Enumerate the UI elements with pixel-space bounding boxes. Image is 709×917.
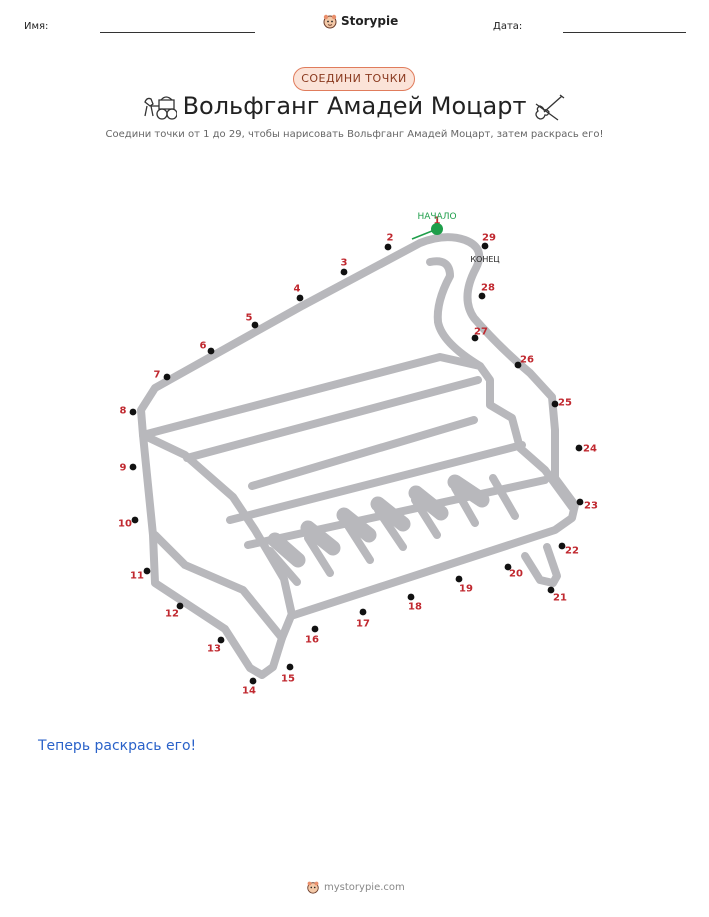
- dot-number-15: 15: [281, 674, 295, 685]
- dot-number-2: 2: [387, 233, 394, 244]
- dot-21: [547, 586, 555, 594]
- dot-7: [163, 373, 171, 381]
- instructions: Соедини точки от 1 до 29, чтобы нарисова…: [105, 129, 604, 140]
- end-label: КОНЕЦ: [470, 255, 499, 264]
- storypie-mascot-icon: [323, 14, 337, 29]
- dot-12: [176, 602, 184, 610]
- dot-number-19: 19: [459, 584, 473, 595]
- dot-number-21: 21: [553, 593, 567, 604]
- dot-number-4: 4: [294, 284, 301, 295]
- dot-number-8: 8: [120, 406, 127, 417]
- dot-19: [455, 575, 463, 583]
- dot-10: [131, 516, 139, 524]
- dot-number-17: 17: [356, 619, 370, 630]
- dot-8: [129, 408, 137, 416]
- storypie-mascot-icon: [307, 881, 319, 894]
- dot-number-13: 13: [207, 644, 221, 655]
- storypie-logo: Storypie: [322, 13, 398, 29]
- dot-6: [207, 347, 215, 355]
- start-label: НАЧАЛО: [417, 212, 456, 222]
- name-label: Имя:: [24, 21, 49, 32]
- dot-28: [478, 292, 486, 300]
- piano-black-keys: [267, 474, 490, 568]
- dot-20: [504, 563, 512, 571]
- dot-number-18: 18: [408, 602, 422, 613]
- dot-11: [143, 567, 151, 575]
- date-field[interactable]: [563, 32, 686, 33]
- dot-15: [286, 663, 294, 671]
- dot-number-10: 10: [118, 519, 132, 530]
- footer-url[interactable]: mystorypie.com: [324, 881, 405, 893]
- dot-25: [551, 400, 559, 408]
- date-label: Дата:: [493, 21, 523, 32]
- worksheet-header: Имя: Storypie Дата:: [0, 0, 709, 50]
- dots-layer: 1234567891011121314151617181920212223242…: [118, 216, 598, 697]
- dot-number-6: 6: [200, 341, 207, 352]
- dot-number-14: 14: [242, 686, 256, 697]
- dot-number-3: 3: [341, 258, 348, 269]
- dot-24: [575, 444, 583, 452]
- dot-14: [249, 677, 257, 685]
- dot-number-16: 16: [305, 635, 319, 646]
- dot-23: [576, 498, 584, 506]
- dot-3: [340, 268, 348, 276]
- dot-2: [384, 243, 392, 251]
- carriage-icon: [144, 96, 177, 120]
- dot-27: [471, 334, 479, 342]
- dot-number-7: 7: [154, 370, 161, 381]
- dot-number-22: 22: [565, 546, 579, 557]
- dot-number-9: 9: [120, 463, 127, 474]
- dot-number-1: 1: [434, 216, 441, 227]
- color-it-prompt: Теперь раскрась его!: [38, 738, 197, 754]
- dot-5: [251, 321, 259, 329]
- dot-17: [359, 608, 367, 616]
- dot-number-27: 27: [474, 327, 488, 338]
- dot-number-26: 26: [520, 355, 534, 366]
- dot-26: [514, 361, 522, 369]
- violin-icon: [535, 94, 565, 121]
- dot-9: [129, 463, 137, 471]
- dot-22: [558, 542, 566, 550]
- dot-18: [407, 593, 415, 601]
- dot-number-5: 5: [246, 313, 253, 324]
- dot-number-23: 23: [584, 501, 598, 512]
- dot-16: [311, 625, 319, 633]
- dot-number-12: 12: [165, 609, 179, 620]
- brand-name: Storypie: [341, 14, 399, 28]
- dot-29: [481, 242, 489, 250]
- dot-number-11: 11: [130, 571, 144, 582]
- dot-4: [296, 294, 304, 302]
- dot-number-28: 28: [481, 283, 495, 294]
- dot-number-29: 29: [482, 233, 496, 244]
- dot-number-20: 20: [509, 569, 523, 580]
- worksheet-title: Вольфганг Амадей Моцарт: [182, 92, 527, 120]
- dot-13: [217, 636, 225, 644]
- name-field[interactable]: [100, 32, 255, 33]
- footer: mystorypie.com: [306, 880, 405, 894]
- dot-number-24: 24: [583, 444, 597, 455]
- piano-outline: [137, 233, 579, 679]
- activity-badge: СОЕДИНИ ТОЧКИ: [293, 67, 415, 91]
- dot-number-25: 25: [558, 398, 572, 409]
- start-marker: НАЧАЛО: [411, 212, 457, 240]
